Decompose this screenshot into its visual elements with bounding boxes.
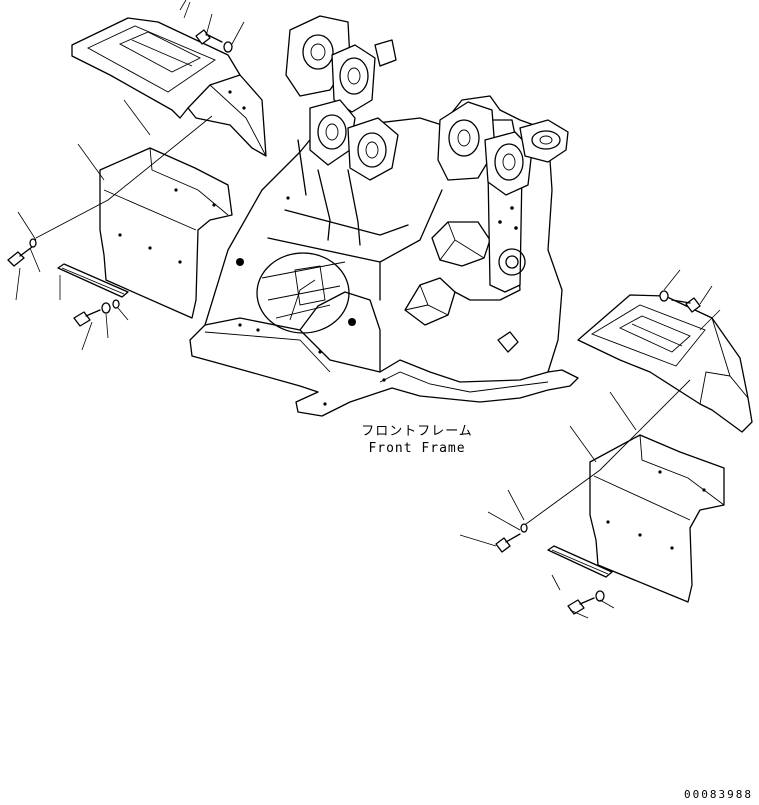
drawing-number: 00083988 — [684, 788, 753, 801]
left-fender-step — [71, 17, 267, 157]
right-fender-bolt — [659, 290, 701, 313]
right-mounting-rod — [525, 379, 691, 525]
left-mud-flap — [99, 147, 233, 319]
right-retainer-bar — [547, 545, 613, 578]
left-mounting-rod — [35, 115, 213, 239]
front-frame — [189, 15, 579, 417]
left-bolt-lower — [73, 299, 120, 327]
right-bolt-upper — [495, 523, 528, 553]
right-mud-flap — [589, 434, 725, 603]
left-retainer-bar — [57, 263, 129, 298]
right-fender-step — [577, 294, 753, 433]
leader-lines — [15, 0, 721, 619]
part-caption-english: Front Frame — [368, 441, 466, 456]
part-caption-japanese: フロントフレーム — [361, 424, 473, 439]
right-bolt-lower — [567, 590, 605, 615]
left-bolt-upper — [7, 238, 37, 267]
